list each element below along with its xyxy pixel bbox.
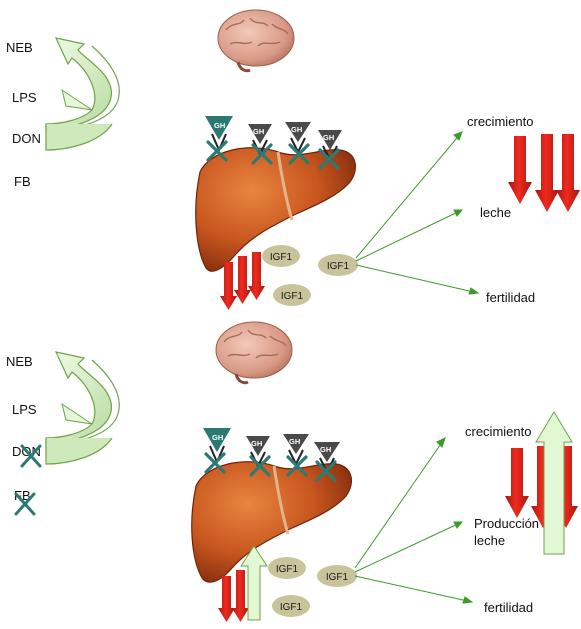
bottom-panel: NEB LPS DON FB GH bbox=[6, 321, 578, 622]
gh-label-4: GH bbox=[323, 133, 334, 142]
igf1-label-4: IGF1 bbox=[276, 564, 299, 575]
factor-neb-2: NEB bbox=[6, 354, 33, 369]
gh-label-2: GH bbox=[253, 127, 264, 136]
igf1-ellipse-2 bbox=[273, 284, 311, 306]
receptor-crosses-2 bbox=[204, 452, 337, 482]
factor-fb: FB bbox=[14, 174, 31, 189]
gh-receptors-2: GH GH GH GH bbox=[203, 428, 340, 475]
curved-feedback-arrow bbox=[45, 37, 120, 151]
outcome-produccion: Producción bbox=[474, 516, 539, 531]
gh-label-7: GH bbox=[289, 437, 300, 446]
outcome-fertilidad: fertilidad bbox=[486, 290, 535, 305]
igf1-ellipse-6 bbox=[317, 565, 357, 587]
gh-label-8: GH bbox=[320, 445, 331, 454]
gh-label-1: GH bbox=[214, 121, 225, 130]
igf1-effect-lines bbox=[355, 131, 480, 295]
igf1-label-3: IGF1 bbox=[327, 261, 350, 272]
outcome-crecimiento: crecimiento bbox=[467, 114, 533, 129]
igf1-change-arrows bbox=[218, 545, 268, 622]
outcome-fertilidad-2: fertilidad bbox=[484, 600, 533, 615]
liver-icon bbox=[195, 147, 357, 272]
outcome-change-arrows bbox=[505, 411, 578, 555]
igf1-label-6: IGF1 bbox=[326, 572, 349, 583]
brain-icon bbox=[217, 9, 295, 73]
factor-lps-2: LPS bbox=[12, 402, 37, 417]
factor-fb-2: FB bbox=[14, 488, 31, 503]
outcome-crecimiento-2: crecimiento bbox=[465, 424, 531, 439]
igf1-ellipse-3 bbox=[318, 254, 358, 276]
gh-label-5: GH bbox=[212, 433, 223, 442]
factor-neb: NEB bbox=[6, 40, 33, 55]
factor-lps: LPS bbox=[12, 90, 37, 105]
igf1-effect-lines-2 bbox=[354, 437, 474, 604]
outcome-leche: leche bbox=[480, 205, 511, 220]
igf1-ellipse-4 bbox=[268, 557, 306, 579]
igf1-label-1: IGF1 bbox=[270, 252, 293, 263]
outcome-leche-2: leche bbox=[474, 533, 505, 548]
factor-crosses bbox=[14, 444, 42, 516]
brain-icon-2 bbox=[215, 321, 293, 385]
top-panel: NEB LPS DON FB GH GH bbox=[6, 9, 580, 310]
igf1-label-2: IGF1 bbox=[281, 291, 304, 302]
gh-label-6: GH bbox=[251, 439, 262, 448]
receptor-crosses bbox=[206, 140, 340, 170]
igf1-decrease-arrows bbox=[220, 252, 265, 310]
igf1-ellipse-1 bbox=[262, 245, 300, 267]
liver-icon-2 bbox=[191, 461, 353, 583]
curved-feedback-arrow-2 bbox=[45, 351, 120, 465]
igf1-label-5: IGF1 bbox=[280, 602, 303, 613]
outcome-decrease-arrows bbox=[508, 134, 580, 212]
gh-label-3: GH bbox=[291, 125, 302, 134]
igf1-ellipse-5 bbox=[272, 595, 310, 617]
factor-don: DON bbox=[12, 131, 41, 146]
gh-receptors: GH GH GH GH bbox=[205, 116, 342, 163]
